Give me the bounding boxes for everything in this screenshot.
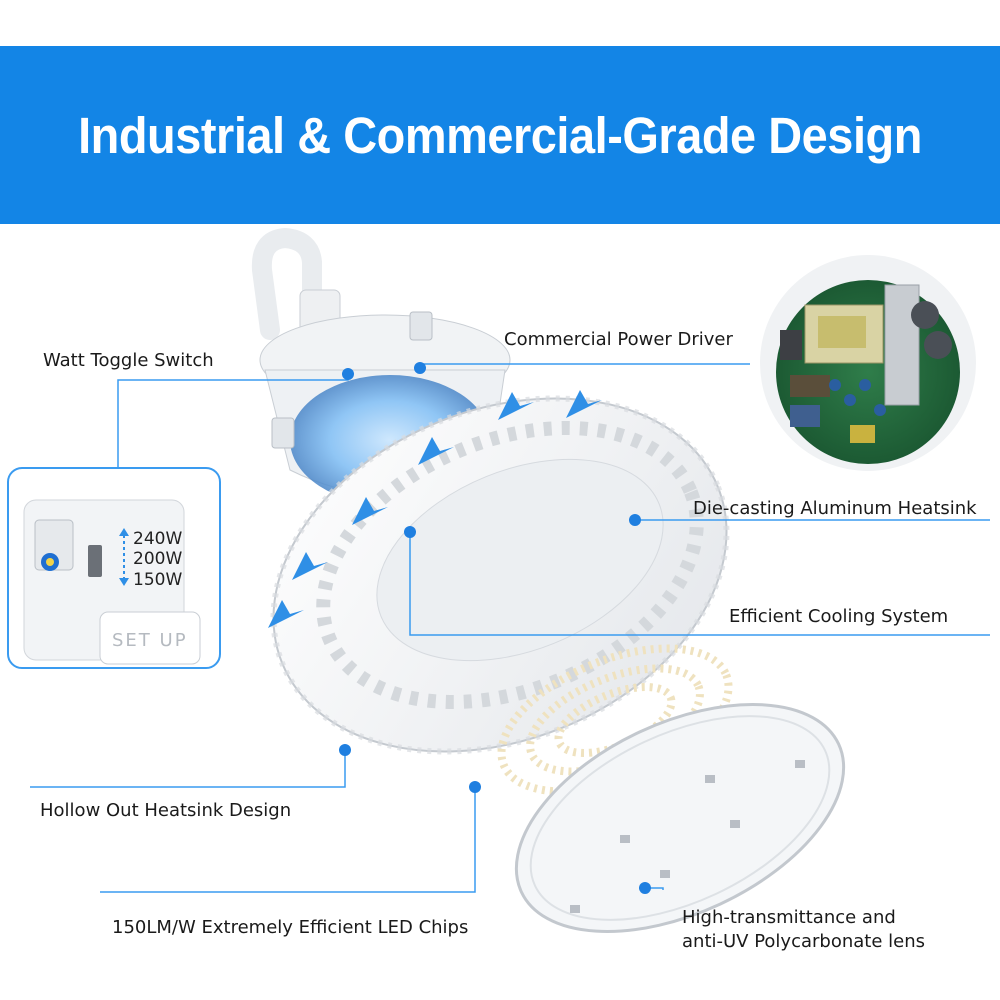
label-lens-line2: anti-UV Polycarbonate lens [682, 931, 925, 952]
label-polycarbonate-lens: High-transmittance and anti-UV Polycarbo… [682, 906, 925, 954]
watt-option-150: 150W [133, 570, 182, 590]
watt-option-240: 240W [133, 529, 182, 549]
label-commercial-power-driver: Commercial Power Driver [504, 329, 733, 350]
label-watt-toggle-switch: Watt Toggle Switch [43, 350, 214, 371]
label-cooling-system: Efficient Cooling System [729, 606, 949, 627]
watt-switch-inset [7, 467, 221, 669]
airflow-arrows [268, 390, 602, 628]
title-banner: Industrial & Commercial-Grade Design [0, 46, 1000, 224]
watt-option-200: 200W [133, 549, 182, 569]
label-lens-line1: High-transmittance and [682, 907, 896, 928]
label-led-chips: 150LM/W Extremely Efficient LED Chips [112, 917, 469, 938]
setup-label: SET UP [112, 630, 188, 651]
label-aluminum-heatsink: Die-casting Aluminum Heatsink [693, 498, 977, 519]
power-driver-inset [760, 255, 976, 471]
heatsink-disc [270, 395, 730, 755]
banner-title: Industrial & Commercial-Grade Design [78, 106, 922, 164]
polycarbonate-lens [514, 702, 846, 934]
label-hollow-out-heatsink: Hollow Out Heatsink Design [40, 800, 292, 821]
